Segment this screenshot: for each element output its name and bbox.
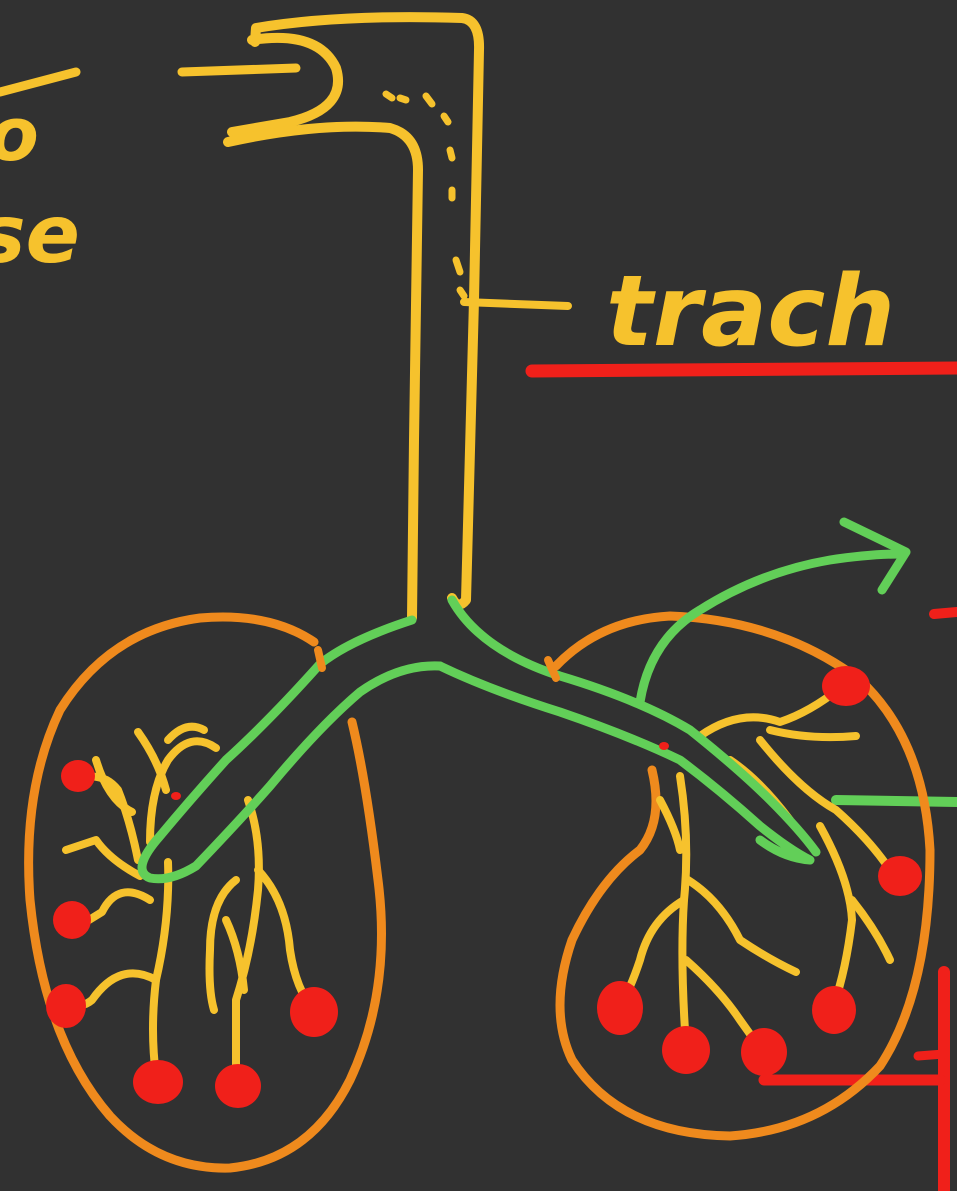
bronchiole	[150, 741, 216, 842]
red-bracket-tick	[918, 1054, 944, 1056]
bronchiole	[66, 840, 140, 876]
bronchiole	[236, 800, 259, 1076]
alveolus	[46, 984, 86, 1028]
bronchiole	[820, 826, 852, 1004]
trachea-left-wall	[228, 127, 418, 618]
alveolus	[53, 901, 91, 939]
trachea-right-wall	[255, 17, 479, 604]
bronchiole	[852, 900, 890, 960]
bronchiole	[770, 730, 856, 737]
bronchiole	[688, 880, 796, 972]
trachea-tube	[228, 17, 479, 618]
red-dash-right	[934, 612, 957, 614]
left-fragment-mid: se	[0, 188, 80, 281]
bronchiole	[226, 920, 244, 990]
alveolus-dot	[171, 792, 181, 800]
alveolus	[61, 760, 95, 792]
trachea-label-group: trach	[464, 255, 957, 371]
left-lung	[29, 617, 382, 1168]
trachea-pointer-line	[464, 302, 568, 306]
bronchiole	[680, 776, 686, 1046]
trachea-mouth-curve	[232, 38, 338, 132]
right-main-bronchus-upper	[452, 600, 816, 852]
alveolus	[812, 986, 856, 1034]
alveolus	[662, 1026, 710, 1074]
trachea-label: trach	[606, 255, 895, 369]
trachea-mucus-dots	[386, 94, 464, 296]
green-pointer-right	[836, 800, 957, 802]
alveolus	[133, 1060, 183, 1104]
air-inflow-arrow	[182, 68, 296, 72]
alveolus	[597, 981, 643, 1035]
alveolus	[290, 987, 338, 1037]
alveolus	[741, 1028, 787, 1076]
left-main-bronchus	[142, 620, 440, 879]
left-lung-outline	[29, 617, 382, 1168]
alveolus-dot	[659, 742, 669, 750]
alveolus	[878, 856, 922, 896]
bronchiole	[660, 800, 680, 850]
alveolus	[822, 666, 870, 706]
left-text-fragments: o se	[0, 72, 80, 281]
bronchiole	[138, 732, 166, 790]
bronchiole	[153, 862, 168, 1076]
alveolus	[215, 1064, 261, 1108]
left-lung-joint	[318, 650, 322, 668]
left-fragment-dash	[0, 72, 76, 92]
left-fragment-top: o	[0, 92, 39, 178]
trachea-label-underline	[532, 368, 957, 371]
